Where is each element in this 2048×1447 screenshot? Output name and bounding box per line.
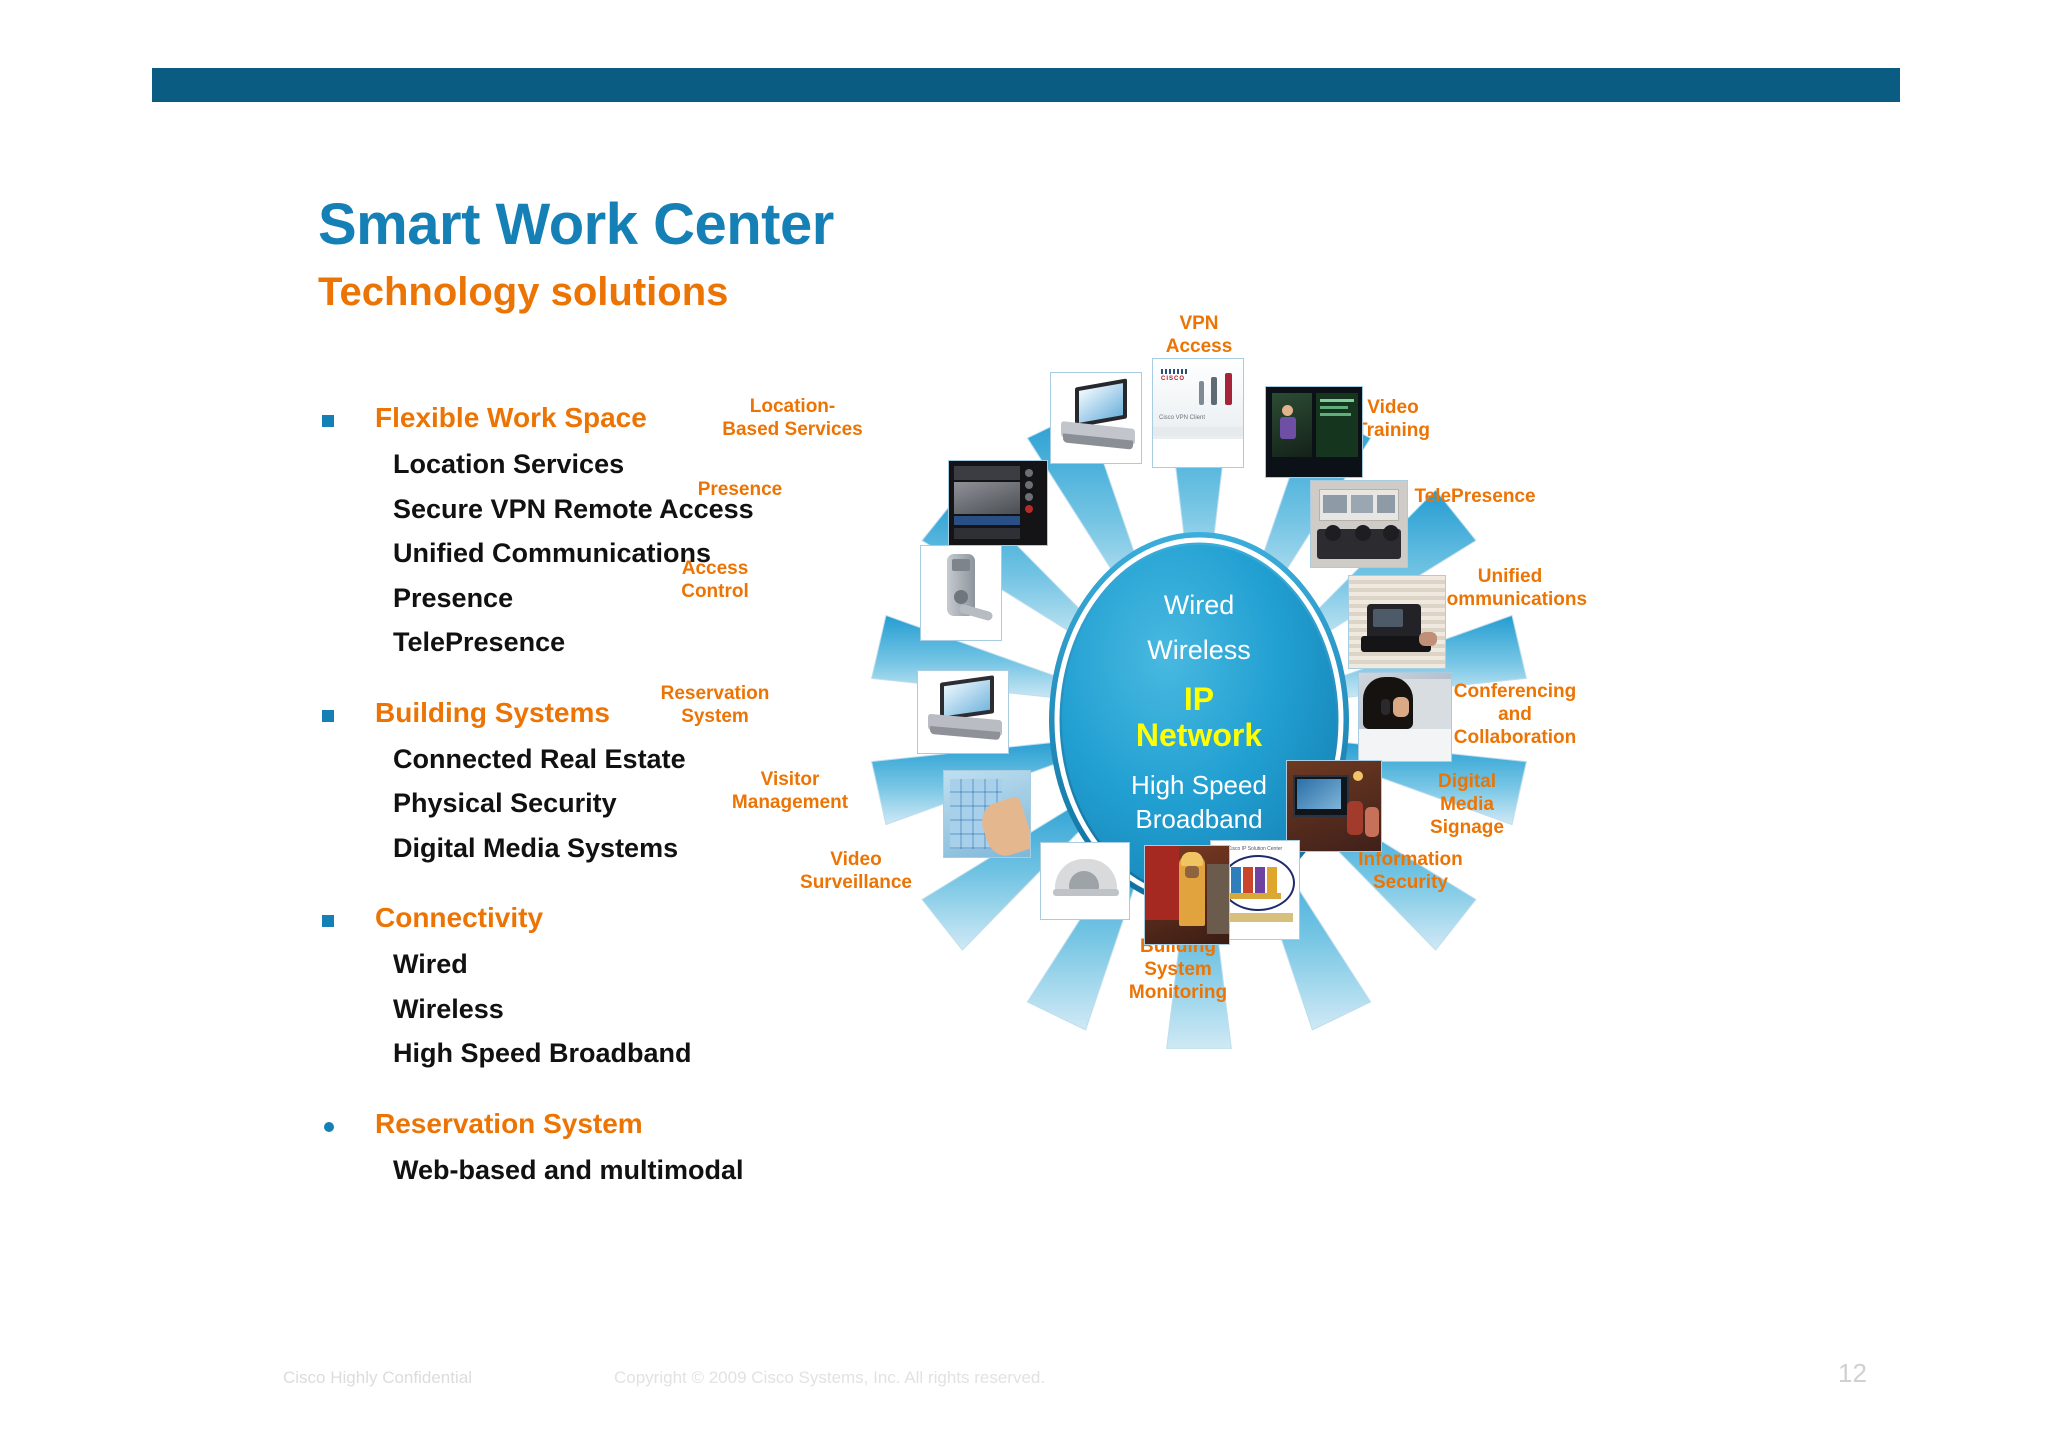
bullet-group-flexible-work-space: Flexible Work Space Location Services Se…	[322, 400, 882, 665]
square-bullet-icon	[322, 415, 334, 427]
bullet-group-reservation-system: Reservation System Web-based and multimo…	[322, 1106, 882, 1193]
node-label-reservation-system: Reservation System	[660, 683, 770, 728]
bullet-sub-item: TelePresence	[393, 627, 566, 658]
title-block: Smart Work Center Technology solutions	[318, 192, 834, 314]
footer-confidential: Cisco Highly Confidential	[283, 1368, 472, 1387]
node-label-telepresence: TelePresence	[1414, 486, 1536, 507]
square-bullet-icon	[322, 915, 334, 928]
node-label-location-based-services: Location- Based Services	[722, 396, 863, 441]
node-label-video-training: Video Training	[1356, 397, 1430, 442]
bullet-sub-item: Secure VPN Remote Access	[393, 493, 754, 524]
node-label-building-system-monitoring: Building System Monitoring	[1128, 936, 1228, 1004]
dome-camera-icon	[1040, 842, 1130, 920]
footer-copyright: Copyright © 2009 Cisco Systems, Inc. All…	[614, 1368, 1046, 1387]
bullet-group-heading-row: Flexible Work Space	[322, 400, 882, 442]
bullet-sub-item: Unified Communications	[393, 538, 712, 569]
bullet-list: Flexible Work Space Location Services Se…	[322, 400, 882, 1193]
header-accent-bar	[152, 68, 1900, 102]
radial-hub-spoke-diagram: Wired Wireless IP Network High Speed Bro…	[661, 313, 1810, 1320]
video-phone-icon	[948, 460, 1048, 546]
bullet-sub-item: Presence	[393, 582, 514, 613]
page-title: Smart Work Center	[318, 192, 834, 257]
bullet-group-title: Connectivity	[375, 902, 544, 934]
ip-phone-icon	[1348, 575, 1446, 669]
node-label-video-surveillance: Video Surveillance	[800, 849, 912, 894]
bullet-sub-item: Connected Real Estate	[393, 743, 686, 774]
node-label-conferencing: Conferencing and Collaboration	[1453, 681, 1577, 749]
node-label-access-control: Access Control	[681, 558, 749, 603]
bullet-group-connectivity: Connectivity Wired Wireless High Speed B…	[322, 900, 882, 1076]
laptop-icon	[917, 670, 1009, 754]
bullet-sub-item: High Speed Broadband	[393, 1038, 692, 1069]
bullet-group-heading-row: Building Systems	[322, 695, 882, 737]
page-number: 12	[1838, 1358, 1867, 1388]
door-lock-icon	[920, 545, 1002, 641]
bullet-sub-item: Location Services	[393, 449, 625, 479]
telepresence-room-icon	[1310, 480, 1408, 568]
bullet-sub-item: Web-based and multimodal	[393, 1155, 744, 1186]
video-training-screen-icon	[1265, 386, 1363, 478]
hub-ellipse	[1062, 545, 1336, 895]
node-label-visitor-management: Visitor Management	[731, 769, 849, 814]
headset-user-icon	[1358, 672, 1452, 762]
square-bullet-icon	[322, 709, 334, 722]
bullet-sub-item: Digital Media Systems	[393, 832, 679, 863]
bullet-sub-item: Wireless	[393, 993, 504, 1024]
bullet-sub-item: Wired	[393, 949, 468, 980]
node-label-digital-media-signage: Digital Media Signage	[1430, 771, 1504, 839]
round-bullet-icon	[324, 1122, 334, 1133]
bullet-sub-item: Physical Security	[393, 788, 617, 819]
node-label-unified-communications: Unified Communications	[1432, 566, 1588, 611]
node-label-presence: Presence	[697, 479, 783, 500]
bullet-group-title: Reservation System	[375, 1108, 643, 1140]
firefighter-icon	[1144, 845, 1230, 945]
bullet-group-heading-row: Connectivity	[322, 900, 882, 942]
tablet-laptop-icon	[1050, 372, 1142, 464]
vpn-client-poster-icon: CISCO Cisco VPN Client	[1152, 358, 1244, 468]
bullet-group-title: Flexible Work Space	[375, 402, 647, 433]
touch-keypad-icon	[943, 770, 1031, 858]
page-subtitle: Technology solutions	[318, 270, 729, 314]
bullet-group-heading-row: Reservation System	[322, 1106, 882, 1148]
node-label-vpn-access: VPN Access	[1165, 313, 1233, 358]
digital-signage-display-icon	[1286, 760, 1382, 852]
bullet-group-title: Building Systems	[375, 696, 610, 728]
node-label-information-security: Information Security	[1358, 849, 1463, 894]
bullet-group-building-systems: Building Systems Connected Real Estate P…	[322, 695, 882, 871]
